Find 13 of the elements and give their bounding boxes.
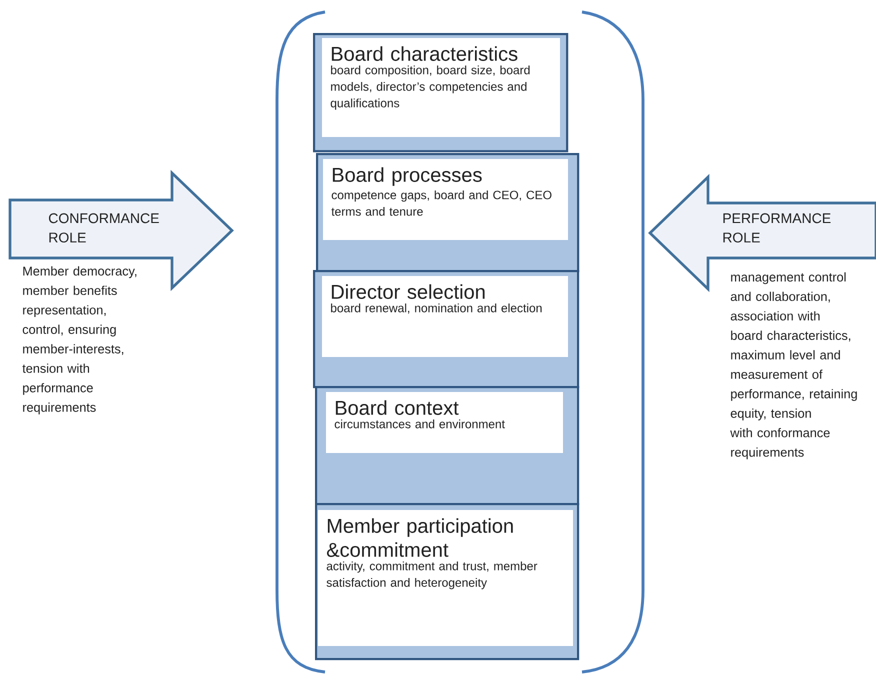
- description-text: management control and collaboration, association with board characteristics, maximum level and measurement of performance, retaining equity, tension with conformance requirements: [730, 272, 857, 460]
- box-heading: Board processes: [332, 167, 482, 186]
- description-text: Member democracy, member benefits representation, control, ensuring member-interests, tension with performance requirements: [22, 266, 136, 414]
- box-text: board renewal, nomination and election: [331, 304, 542, 314]
- box-text: activity, commitment and trust, member satisfaction and heterogeneity: [326, 562, 538, 590]
- box-text: board composition, board size, board models, director’s competencies and qualifications: [330, 66, 530, 110]
- box-heading: Director selection: [332, 284, 485, 299]
- box-heading: Board characteristics: [332, 46, 518, 61]
- box-text: competence gaps, board and CEO, CEO terms and tenure: [331, 190, 552, 216]
- arrow-label: CONFORMANCE ROLE: [48, 213, 159, 243]
- box-heading: Member participation &commitment: [326, 518, 513, 557]
- box-text: circumstances and environment: [334, 420, 505, 428]
- box-heading: Board context: [336, 400, 459, 415]
